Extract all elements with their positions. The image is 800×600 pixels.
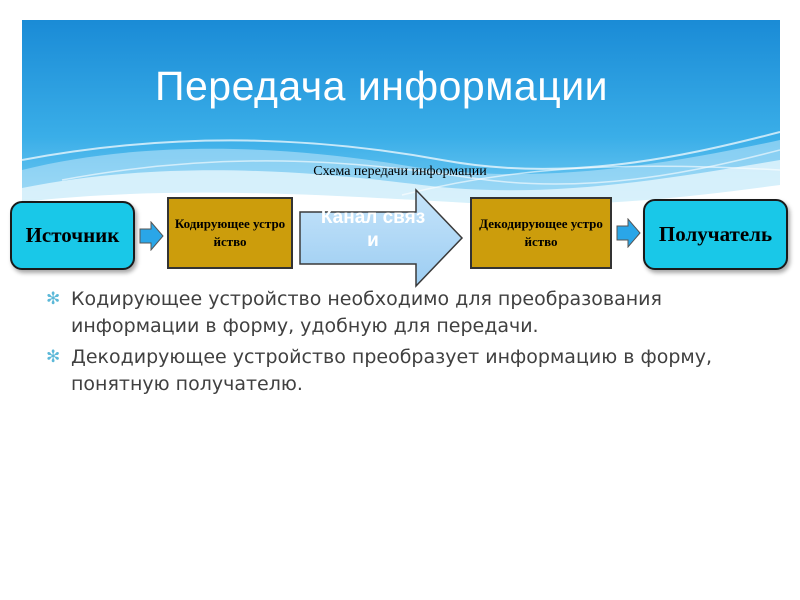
channel-arrow-icon <box>299 188 464 288</box>
asterisk-bullet-icon: ✻ <box>46 347 61 367</box>
arrow-right-icon <box>616 218 641 248</box>
channel-label: Канал связи <box>320 207 426 251</box>
encoder-box: Кодирующее устройство <box>167 197 293 269</box>
bullet-list: ✻ Кодирующее устройство необходимо для п… <box>46 286 746 402</box>
source-box: Источник <box>10 201 135 270</box>
diagram-caption: Схема передачи информации <box>313 164 487 179</box>
bullet-text: Кодирующее устройство необходимо для пре… <box>71 288 662 337</box>
receiver-box: Получатель <box>643 199 788 270</box>
header-wave-graphic <box>22 20 780 215</box>
slide-title: Передача информации <box>155 63 609 109</box>
header-banner <box>22 20 780 215</box>
decoder-box: Декодирующее устройство <box>470 197 612 269</box>
bullet-item: ✻ Кодирующее устройство необходимо для п… <box>46 286 746 340</box>
bullet-item: ✻ Декодирующее устройство преобразует ин… <box>46 344 746 398</box>
bullet-text: Декодирующее устройство преобразует инфо… <box>71 346 713 395</box>
arrow-right-icon <box>139 221 164 251</box>
asterisk-bullet-icon: ✻ <box>46 289 61 309</box>
